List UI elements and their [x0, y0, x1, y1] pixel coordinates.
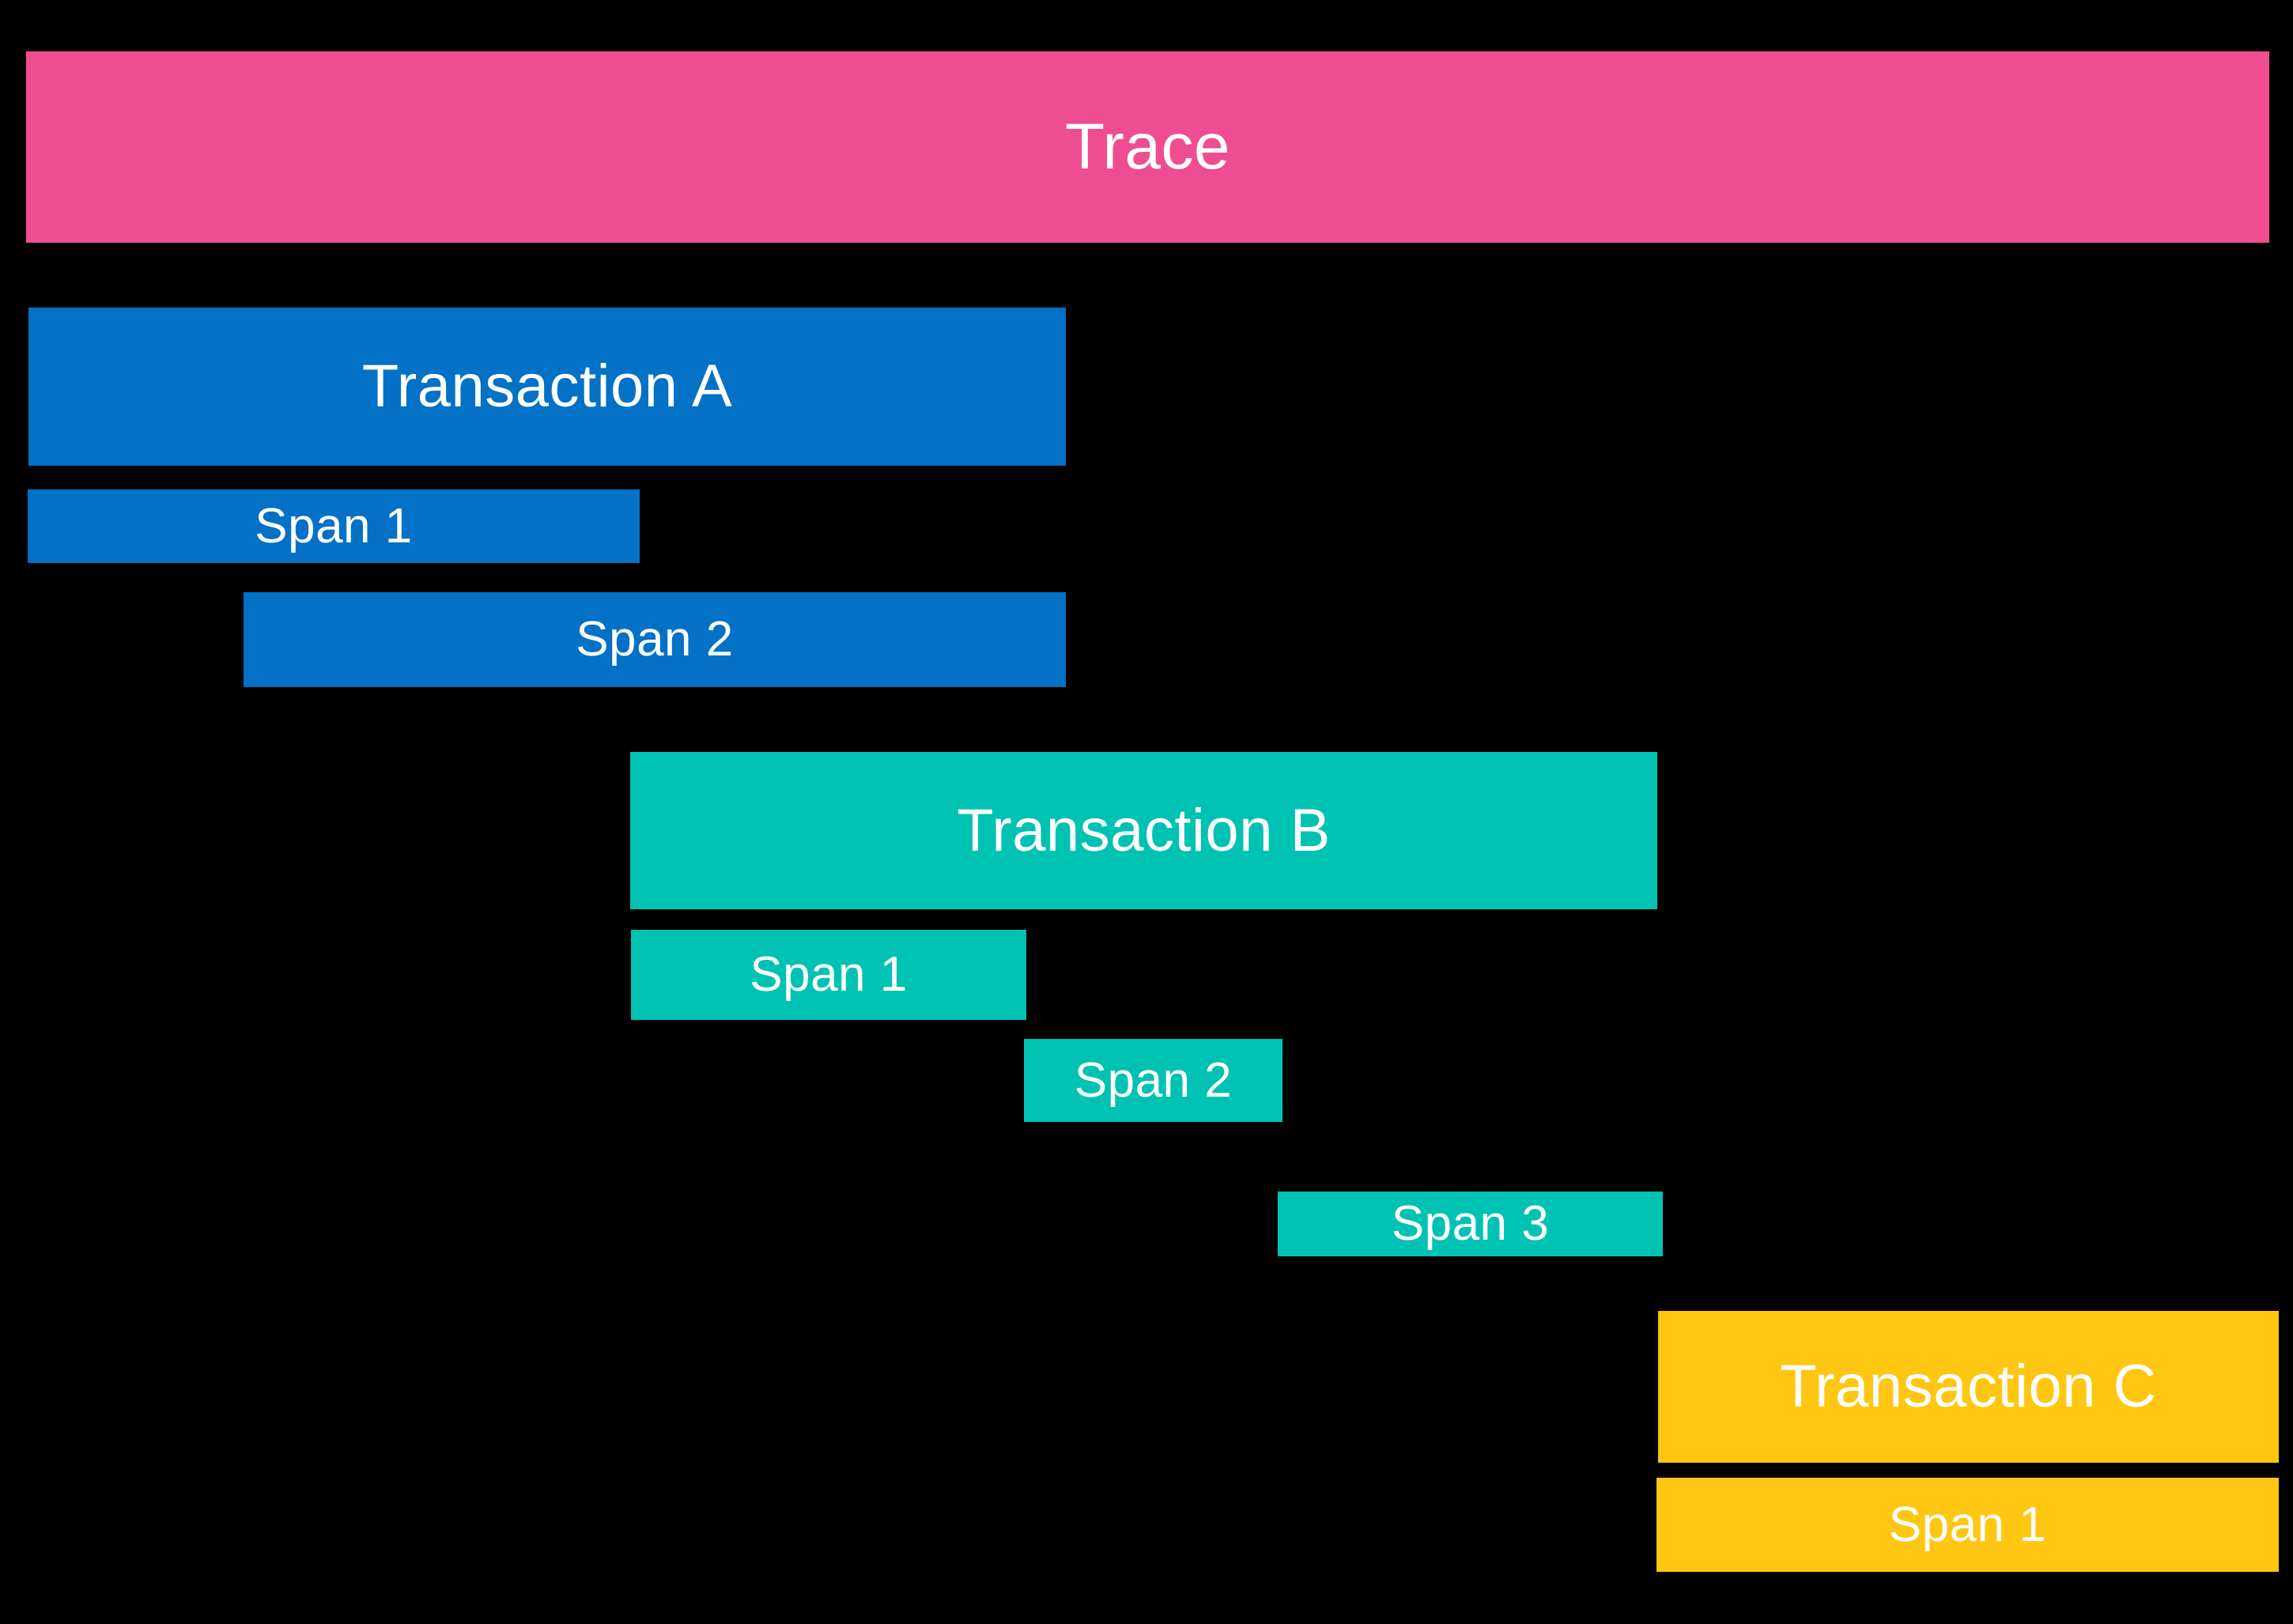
transaction-a-span-2-label: Span 2 [576, 612, 734, 667]
transaction-a-span-1-label: Span 1 [255, 498, 413, 553]
transaction-b-span-3-label: Span 3 [1391, 1196, 1550, 1251]
transaction-b-bar[interactable]: Transaction B [630, 752, 1657, 909]
transaction-b-span-1-label: Span 1 [750, 947, 908, 1002]
transaction-a-span-2-bar[interactable]: Span 2 [244, 592, 1066, 687]
transaction-b-span-1-bar[interactable]: Span 1 [631, 930, 1026, 1020]
transaction-c-span-1-bar[interactable]: Span 1 [1656, 1478, 2279, 1572]
transaction-a-span-1-bar[interactable]: Span 1 [28, 489, 640, 563]
transaction-b-span-3-bar[interactable]: Span 3 [1278, 1192, 1663, 1256]
transaction-b-label: Transaction B [957, 796, 1331, 864]
transaction-c-span-1-label: Span 1 [1888, 1497, 2047, 1552]
transaction-a-label: Transaction A [361, 353, 733, 420]
trace-bar-label: Trace [1064, 111, 1231, 183]
transaction-c-bar[interactable]: Transaction C [1658, 1311, 2279, 1463]
transaction-c-label: Transaction C [1780, 1353, 2157, 1420]
trace-bar[interactable]: Trace [26, 51, 2269, 243]
transaction-a-bar[interactable]: Transaction A [28, 308, 1066, 466]
transaction-b-span-2-bar[interactable]: Span 2 [1024, 1039, 1282, 1122]
transaction-b-span-2-label: Span 2 [1074, 1052, 1233, 1108]
